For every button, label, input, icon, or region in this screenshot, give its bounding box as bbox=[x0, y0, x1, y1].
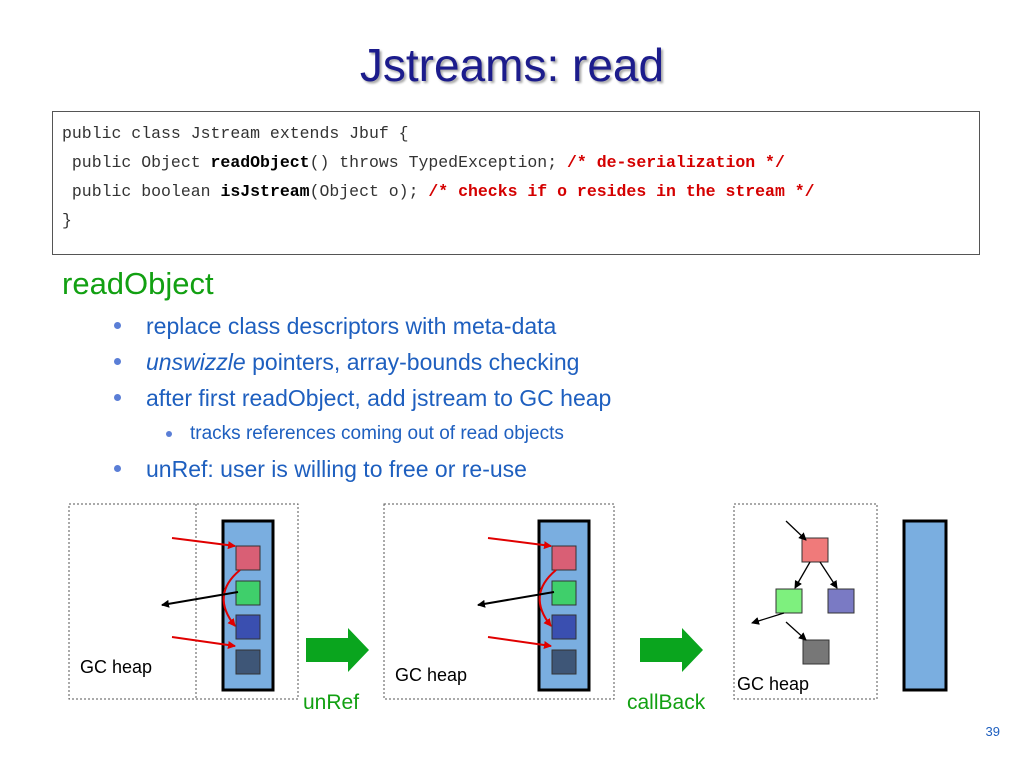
object-slate bbox=[551, 649, 577, 675]
graph-edge bbox=[751, 612, 785, 625]
transition-label-callback: callBack bbox=[627, 691, 706, 714]
ref-arrow bbox=[171, 636, 236, 649]
bullet-dot bbox=[114, 322, 121, 329]
panel-3 bbox=[733, 503, 878, 700]
object-green bbox=[235, 580, 261, 606]
object-blue bbox=[235, 614, 261, 640]
internal-ref-arrow bbox=[222, 569, 241, 627]
bullet-item: replace class descriptors with meta-data bbox=[114, 313, 556, 340]
code-comment-checks: /* checks if o resides in the stream */ bbox=[428, 182, 815, 201]
graph-node-green bbox=[775, 588, 803, 614]
bullet-dot bbox=[166, 431, 172, 437]
object-red bbox=[235, 545, 261, 571]
ref-arrow bbox=[487, 636, 552, 649]
ref-arrow bbox=[171, 537, 236, 550]
transition-arrow-icon bbox=[640, 628, 703, 672]
object-blue bbox=[551, 614, 577, 640]
page-number: 39 bbox=[985, 724, 1000, 739]
panel-2 bbox=[383, 503, 615, 700]
gc-heap-label: GC heap bbox=[737, 674, 810, 694]
method-readobject: readObject bbox=[210, 153, 310, 172]
graph-edge bbox=[819, 561, 838, 589]
code-line-2: public Object readObject() throws TypedE… bbox=[62, 153, 785, 172]
internal-ref-arrow bbox=[538, 569, 557, 627]
graph-edge bbox=[794, 561, 811, 589]
sub-bullet-item: tracks references coming out of read obj… bbox=[166, 423, 564, 445]
code-line-3: public boolean isJstream(Object o); /* c… bbox=[62, 182, 815, 201]
slide-title: Jstreams: read bbox=[359, 39, 665, 91]
outgoing-ref-arrow bbox=[477, 591, 555, 608]
bullet-item: unRef: user is willing to free or re-use bbox=[114, 456, 527, 483]
code-block: public class Jstream extends Jbuf { publ… bbox=[52, 111, 980, 255]
panel-1 bbox=[68, 503, 299, 700]
bullet-dot bbox=[114, 358, 121, 365]
graph-node-gray bbox=[802, 639, 830, 665]
graph-node-pink bbox=[801, 537, 829, 563]
bullet-item: after first readObject, add jstream to G… bbox=[114, 385, 611, 412]
code-line-4: } bbox=[62, 211, 72, 230]
object-slate bbox=[235, 649, 261, 675]
bullet-dot bbox=[114, 465, 121, 472]
object-green bbox=[551, 580, 577, 606]
section-heading: readObject bbox=[62, 266, 214, 301]
gc-heap-region bbox=[733, 503, 878, 700]
graph-edge bbox=[785, 520, 807, 541]
transition-arrow-icon bbox=[306, 628, 369, 672]
bullet-dot bbox=[114, 394, 121, 401]
gc-heap-label: GC heap bbox=[80, 657, 153, 677]
code-line-1: public class Jstream extends Jbuf { bbox=[62, 124, 409, 143]
bullet-item: unswizzle pointers, array-bounds checkin… bbox=[114, 349, 579, 376]
graph-edge bbox=[785, 621, 807, 641]
outgoing-ref-arrow bbox=[161, 591, 239, 608]
transition-label-unref: unRef bbox=[303, 691, 360, 714]
gc-heap-label: GC heap bbox=[395, 665, 468, 685]
jstream-block-detached bbox=[902, 519, 948, 692]
graph-node-purple bbox=[827, 588, 855, 614]
ref-arrow bbox=[487, 537, 552, 550]
object-red bbox=[551, 545, 577, 571]
gc-heap-region bbox=[383, 503, 615, 700]
code-comment-deserialization: /* de-serialization */ bbox=[567, 153, 785, 172]
method-isjstream: isJstream bbox=[220, 182, 310, 201]
